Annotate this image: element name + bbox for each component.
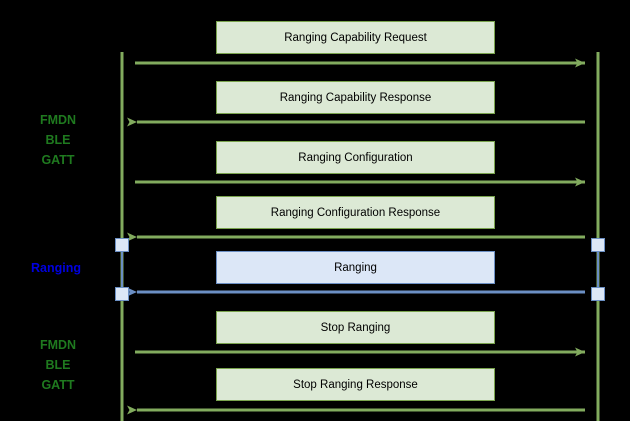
phase-label-fmdn-ble-gatt-top: FMDN BLE GATT: [39, 113, 77, 167]
message-box-ranging-capability-request: Ranging Capability Request: [216, 21, 495, 54]
message-box-ranging-configuration-response: Ranging Configuration Response: [216, 196, 495, 229]
activation-box-right-start: [591, 238, 605, 252]
message-box-stop-ranging: Stop Ranging: [216, 311, 495, 344]
message-box-ranging-configuration: Ranging Configuration: [216, 141, 495, 174]
activation-box-left-end: [115, 287, 129, 301]
message-box-ranging: Ranging: [216, 251, 495, 284]
phase-label-ranging: Ranging: [31, 261, 81, 275]
phase-label-fmdn-ble-gatt-bottom: FMDN BLE GATT: [39, 338, 77, 392]
activation-box-left-start: [115, 238, 129, 252]
activation-box-right-end: [591, 287, 605, 301]
message-box-stop-ranging-response: Stop Ranging Response: [216, 368, 495, 401]
message-box-ranging-capability-response: Ranging Capability Response: [216, 81, 495, 114]
